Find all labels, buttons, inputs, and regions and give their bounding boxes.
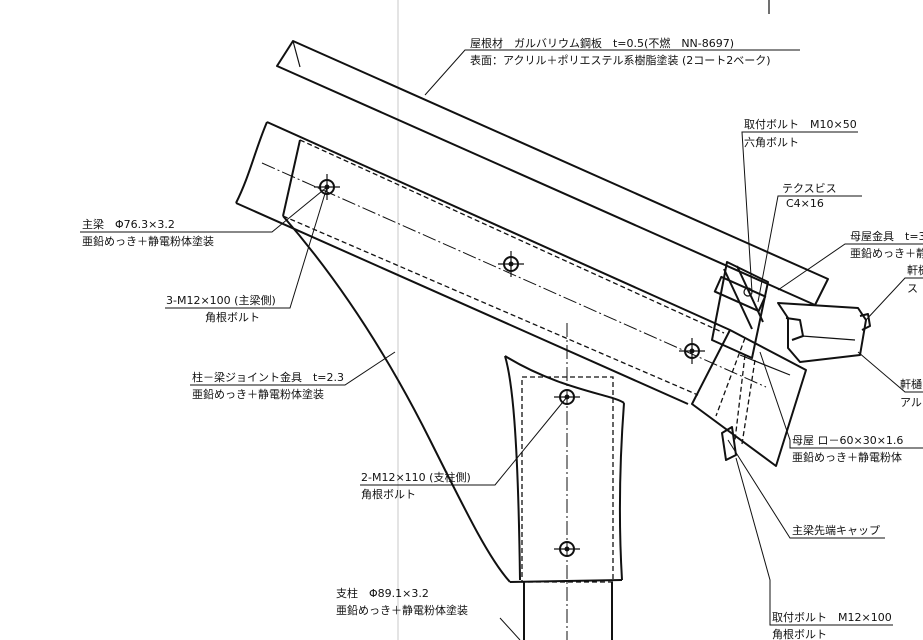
leaders [80, 49, 923, 640]
label-purlin: 母屋 ロ－60×30×1.6 亜鉛めっき＋静電粉体 [792, 434, 903, 464]
label-bolt-3m12: 3-M12×100 (主梁側) 角根ボルト [166, 293, 276, 324]
label-eaves-gutter-2: 軒樋 アル [900, 377, 922, 409]
svg-text:六角ボルト: 六角ボルト [744, 136, 799, 149]
svg-text:3-M12×100 (主梁側): 3-M12×100 (主梁側) [166, 293, 276, 307]
svg-text:亜鉛めっき＋静電粉体: 亜鉛めっき＋静電粉体 [792, 450, 902, 464]
label-bolt-2m12: 2-M12×110 (支柱側) 角根ボルト [361, 470, 471, 501]
label-joint-fitting: 柱－梁ジョイント金具 t=2.3 亜鉛めっき＋静電粉体塗装 [192, 370, 344, 401]
svg-text:母屋 ロ－60×30×1.6: 母屋 ロ－60×30×1.6 [792, 434, 903, 447]
bolt-beam-2 [498, 251, 524, 277]
svg-text:角根ボルト: 角根ボルト [205, 310, 260, 324]
bolt-post-2 [554, 541, 580, 557]
svg-text:支柱 Φ89.1×3.2: 支柱 Φ89.1×3.2 [336, 586, 429, 600]
purlin-fitting [711, 261, 791, 461]
svg-text:C4×16: C4×16 [786, 197, 824, 210]
svg-text:亜鉛めっき＋静電粉体塗装: 亜鉛めっき＋静電粉体塗装 [336, 603, 468, 617]
svg-text:亜鉛めっき＋静電粉体塗装: 亜鉛めっき＋静電粉体塗装 [82, 234, 214, 248]
bolt-beam-3 [679, 338, 705, 364]
svg-text:軒樋: 軒樋 [907, 263, 923, 277]
svg-text:柱－梁ジョイント金具 t=2.3: 柱－梁ジョイント金具 t=2.3 [192, 370, 344, 384]
label-bolt-m10: 取付ボルト M10×50 六角ボルト [744, 118, 857, 149]
svg-text:軒樋: 軒樋 [900, 377, 922, 391]
label-bolt-m12: 取付ボルト M12×100 角根ボルト [772, 611, 892, 640]
main-beam [235, 121, 807, 467]
label-roof-material: 屋根材 ガルバリウム鋼板 t=0.5(不燃 NN-8697) 表面：アクリル＋ポ… [470, 36, 771, 67]
label-post: 支柱 Φ89.1×3.2 亜鉛めっき＋静電粉体塗装 [336, 586, 468, 617]
label-main-beam: 主梁 Φ76.3×3.2 亜鉛めっき＋静電粉体塗装 [82, 217, 214, 248]
svg-text:主梁 Φ76.3×3.2: 主梁 Φ76.3×3.2 [82, 217, 175, 231]
svg-text:亜鉛めっき＋静電粉体塗装: 亜鉛めっき＋静電粉体塗装 [192, 387, 324, 401]
svg-text:取付ボルト M10×50: 取付ボルト M10×50 [744, 118, 857, 131]
label-tex-screw: テクスビス C4×16 [782, 182, 837, 210]
roof-sheet [276, 40, 829, 306]
svg-text:主梁先端キャップ: 主梁先端キャップ [792, 523, 880, 537]
eaves-gutter [777, 302, 871, 363]
svg-text:アル: アル [900, 396, 922, 409]
svg-text:2-M12×110 (支柱側): 2-M12×110 (支柱側) [361, 470, 471, 484]
label-end-cap: 主梁先端キャップ [792, 523, 880, 537]
svg-text:亜鉛めっき＋静: 亜鉛めっき＋静 [850, 246, 923, 260]
label-purlin-fitting: 母屋金具 t=3 亜鉛めっき＋静 [850, 229, 923, 260]
svg-text:母屋金具 t=3: 母屋金具 t=3 [850, 229, 923, 243]
svg-text:ス: ス [907, 282, 918, 295]
post [521, 323, 614, 640]
svg-text:角根ボルト: 角根ボルト [361, 487, 416, 501]
label-eaves-gutter: 軒樋 ス [907, 263, 923, 295]
svg-text:表面：アクリル＋ポリエステル系樹脂塗装 (2コート2ベーク): 表面：アクリル＋ポリエステル系樹脂塗装 (2コート2ベーク) [470, 53, 771, 67]
svg-text:屋根材 ガルバリウム鋼板 t=0.5(不燃 NN-8697): 屋根材 ガルバリウム鋼板 t=0.5(不燃 NN-8697) [470, 36, 734, 50]
svg-text:テクスビス: テクスビス [782, 182, 837, 195]
svg-text:取付ボルト M12×100: 取付ボルト M12×100 [772, 611, 892, 624]
svg-text:角根ボルト: 角根ボルト [772, 627, 827, 640]
